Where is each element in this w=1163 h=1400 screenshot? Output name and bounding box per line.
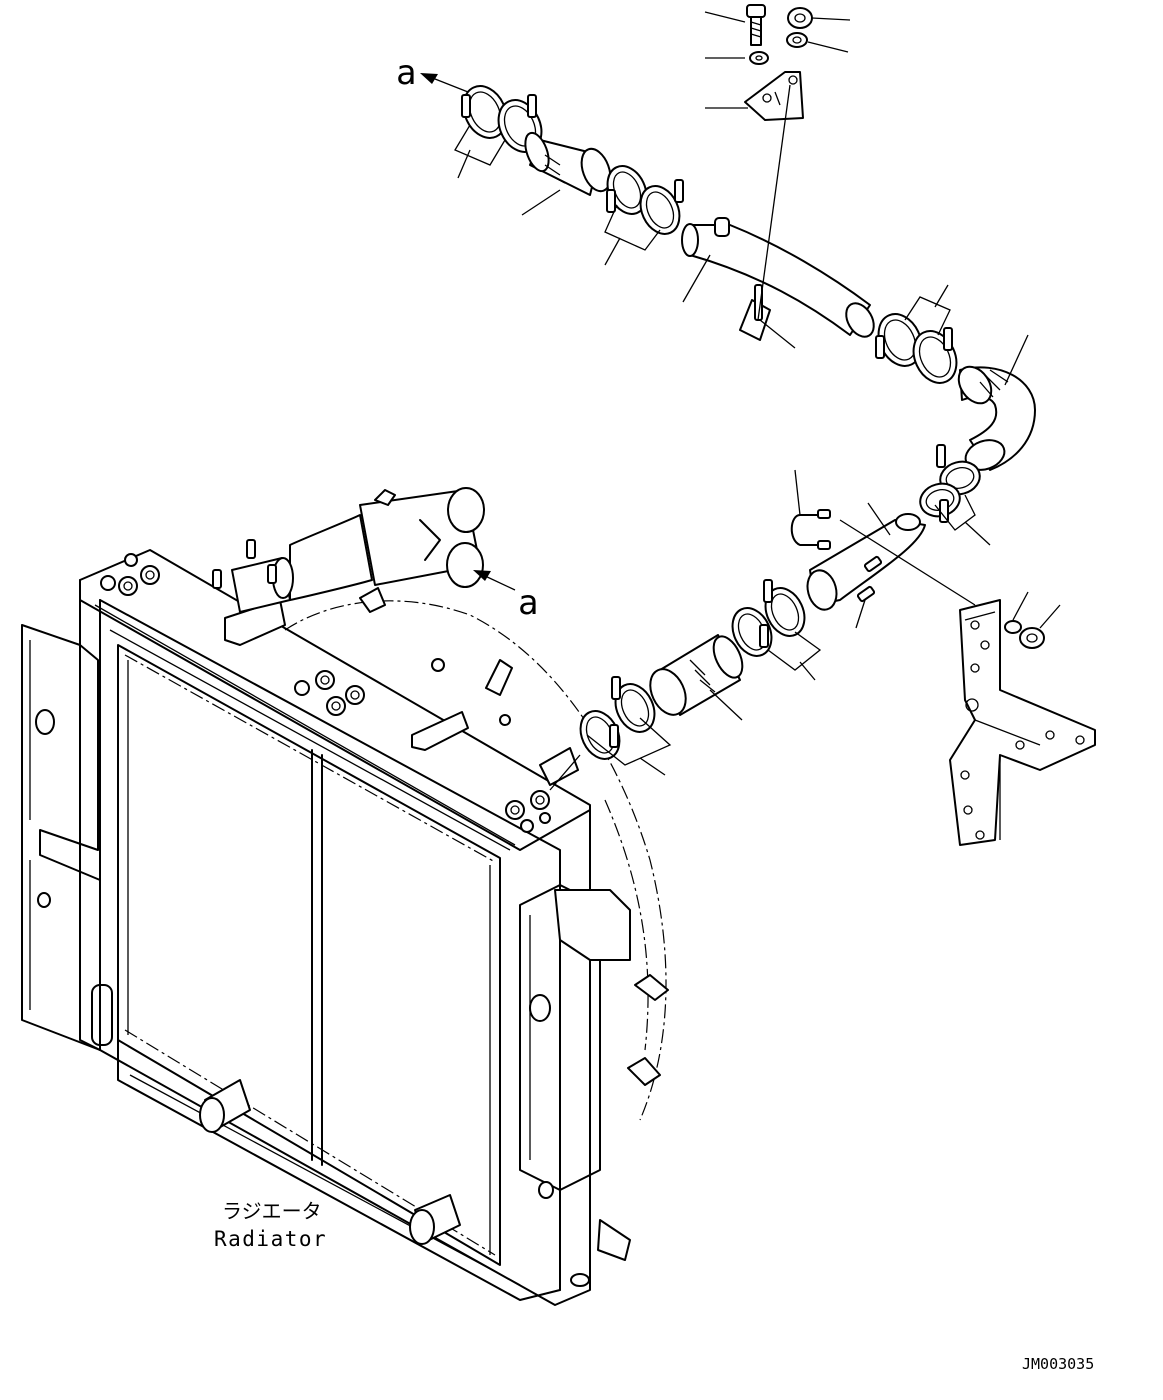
radiator-label-en: Radiator	[214, 1227, 327, 1251]
u-bolt	[790, 509, 831, 550]
lower-outlet-stub-2	[409, 1194, 461, 1245]
mounting-stay	[744, 71, 804, 121]
washer-left	[749, 51, 769, 65]
clamp-11	[611, 676, 656, 733]
ref-arrow-top	[420, 73, 469, 93]
upper-outlet-stub	[539, 747, 579, 786]
rigid-tube-upper	[681, 217, 875, 341]
core-divider	[311, 749, 323, 1166]
ref-label-a-top: a	[396, 53, 416, 93]
left-mount-plate	[21, 624, 101, 1051]
clamp-4	[639, 179, 684, 235]
right-mount-bracket	[839, 519, 1096, 846]
clamp-12	[579, 710, 621, 760]
lower-outlet-stub-1	[199, 1079, 251, 1133]
top-bracket-right	[411, 711, 469, 751]
washer-top	[786, 32, 808, 48]
rigid-tube-lower	[806, 513, 926, 611]
elbow-hose	[957, 365, 1036, 471]
radiator-assembly	[21, 549, 669, 1306]
right-side-bracket	[519, 884, 601, 1191]
figure-id: JM003035	[1022, 1355, 1094, 1373]
leader-lines	[454, 11, 1061, 791]
clamp-3	[606, 165, 648, 215]
top-bolt-cluster-center	[294, 670, 365, 716]
clamp-5	[875, 313, 923, 367]
nut-right	[1019, 627, 1045, 649]
radiator-label-jp: ラジエータ	[222, 1199, 322, 1223]
clamp-1	[461, 85, 508, 139]
radiator-core	[117, 644, 501, 1266]
straight-hose-1	[524, 131, 612, 196]
ref-label-a-bottom: a	[518, 583, 538, 623]
clamp-9	[763, 579, 806, 637]
nut	[787, 7, 813, 29]
washer-right	[1004, 620, 1022, 634]
clamp-10	[731, 607, 773, 657]
left-plate-boss	[35, 709, 55, 735]
bolt	[746, 4, 766, 46]
fan-shroud-outline	[284, 600, 667, 1121]
upper-hose-line	[461, 85, 1036, 523]
radiator-inlet-pipe	[212, 487, 485, 613]
top-bolt-cluster-right	[505, 790, 551, 833]
top-bracket-hardware	[744, 4, 813, 321]
clamp-6	[912, 327, 958, 384]
straight-hose-2	[649, 634, 744, 716]
lower-hose-line	[579, 509, 926, 760]
clamp-8	[919, 482, 961, 523]
radiator-frame-outer	[79, 549, 591, 1306]
ref-arrow-bottom	[473, 570, 516, 591]
top-bolt-cluster-left	[100, 553, 160, 596]
